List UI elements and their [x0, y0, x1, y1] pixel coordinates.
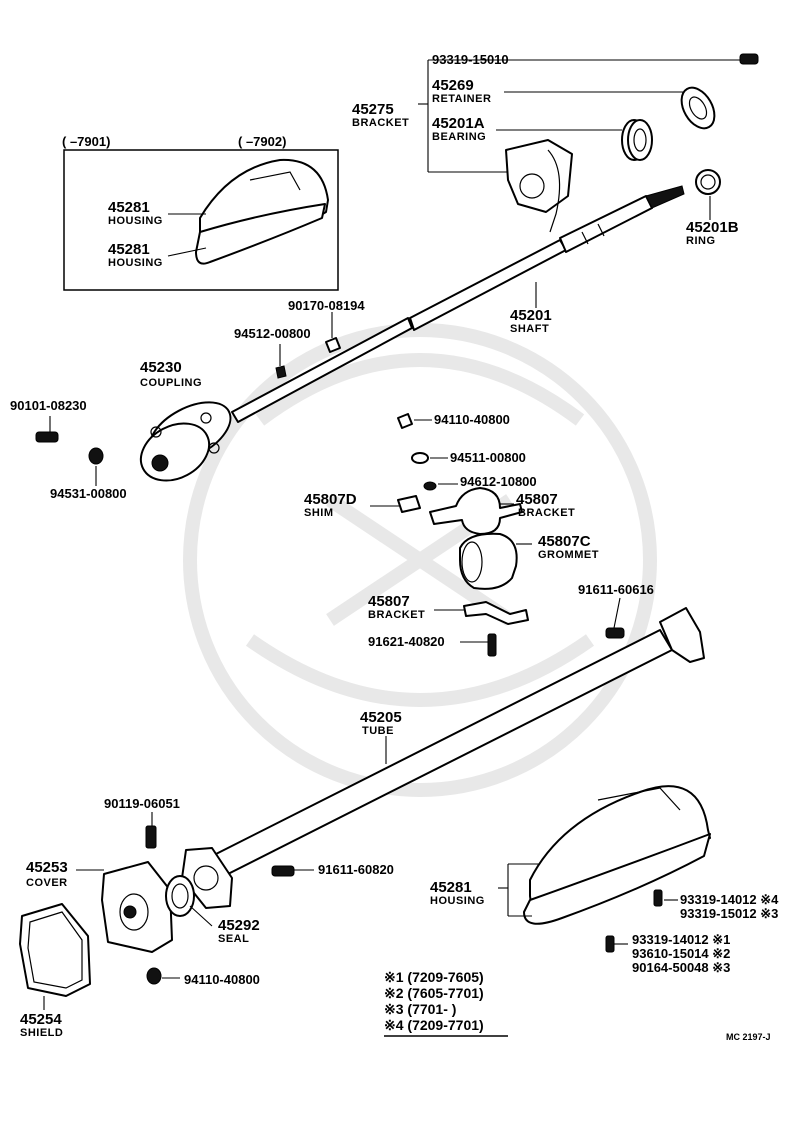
label-93319-14012-x1: 93319-14012 ※1 — [632, 932, 730, 947]
label-94511-00800: 94511-00800 — [450, 450, 526, 465]
label-45201b: 45201B — [686, 219, 739, 236]
label-coupling: COUPLING — [140, 377, 202, 389]
label-90101-08230: 90101-08230 — [10, 398, 87, 413]
label-45201a: 45201A — [432, 115, 485, 132]
label-45281-b: 45281 — [108, 241, 150, 258]
label-tube: TUBE — [362, 725, 394, 737]
legend-row: ※4 (7209-7701) — [384, 1017, 484, 1033]
label-45281-a: 45281 — [108, 199, 150, 216]
label-shaft: SHAFT — [510, 323, 549, 335]
label-90170-08194: 90170-08194 — [288, 298, 365, 313]
label-grommet: GROMMET — [538, 549, 599, 561]
label-45807-a: 45807 — [516, 491, 558, 508]
part-labels: 93319-15010 45269 RETAINER 45275 BRACKET… — [10, 52, 779, 1039]
label-shield: SHIELD — [20, 1027, 63, 1039]
label-91611-60616: 91611-60616 — [578, 582, 654, 597]
label-housing-c: HOUSING — [430, 895, 485, 907]
flexible-coupling — [139, 401, 232, 482]
label-93319-14012-x4: 93319-14012 ※4 — [680, 892, 779, 907]
label-shim: SHIM — [304, 507, 334, 519]
label-93319-15010: 93319-15010 — [432, 52, 509, 67]
box-range-left: ( –7901) — [62, 134, 110, 149]
label-bracket-b: BRACKET — [368, 609, 425, 621]
label-bracket-top: BRACKET — [352, 117, 409, 129]
label-94512-00800: 94512-00800 — [234, 326, 311, 341]
label-seal: SEAL — [218, 933, 249, 945]
label-ring: RING — [686, 235, 716, 247]
label-93319-15012-x3: 93319-15012 ※3 — [680, 906, 778, 921]
label-bearing: BEARING — [432, 131, 486, 143]
label-45807c: 45807C — [538, 533, 591, 550]
label-45230: 45230 — [140, 359, 182, 376]
label-retainer: RETAINER — [432, 93, 491, 105]
legend-row: ※3 (7701- ) — [384, 1001, 456, 1017]
label-45254: 45254 — [20, 1011, 62, 1028]
label-91611-60820: 91611-60820 — [318, 862, 394, 877]
upper-bracket-assembly — [418, 53, 759, 233]
label-45201: 45201 — [510, 307, 552, 324]
diagram-ref-code: MC 2197-J — [726, 1032, 771, 1042]
label-45269: 45269 — [432, 77, 474, 94]
label-45292: 45292 — [218, 917, 260, 934]
steering-shaft — [231, 185, 685, 423]
label-93610-15014-x2: 93610-15014 ※2 — [632, 946, 730, 961]
legend-row: ※2 (7605-7701) — [384, 985, 484, 1001]
label-90164-50048-x3: 90164-50048 ※3 — [632, 960, 730, 975]
label-housing-b: HOUSING — [108, 257, 163, 269]
label-94531-00800: 94531-00800 — [50, 486, 127, 501]
early-housing-box: ( –7901) ( –7902) — [62, 134, 339, 291]
label-90119-06051: 90119-06051 — [104, 796, 180, 811]
label-bracket-a: BRACKET — [518, 507, 575, 519]
mid-hardware — [370, 413, 625, 657]
lower-housing — [498, 785, 711, 953]
label-94110-40800-a: 94110-40800 — [434, 412, 510, 427]
box-range-right: ( –7902) — [238, 134, 286, 149]
label-94110-40800-b: 94110-40800 — [184, 972, 260, 987]
lower-cover-assembly — [19, 812, 314, 1010]
label-45281-c: 45281 — [430, 879, 472, 896]
date-code-legend: ※1 (7209-7605) ※2 (7605-7701) ※3 (7701- … — [384, 969, 508, 1037]
label-45275: 45275 — [352, 101, 394, 118]
label-cover: COVER — [26, 877, 68, 889]
label-94612-10800: 94612-10800 — [460, 474, 537, 489]
label-45253: 45253 — [26, 859, 68, 876]
label-45205: 45205 — [360, 709, 402, 726]
label-45807d: 45807D — [304, 491, 357, 508]
shaft-hardware — [35, 312, 341, 486]
label-housing-a: HOUSING — [108, 215, 163, 227]
label-91621-40820: 91621-40820 — [368, 634, 445, 649]
legend-row: ※1 (7209-7605) — [384, 969, 484, 985]
label-45807-b: 45807 — [368, 593, 410, 610]
